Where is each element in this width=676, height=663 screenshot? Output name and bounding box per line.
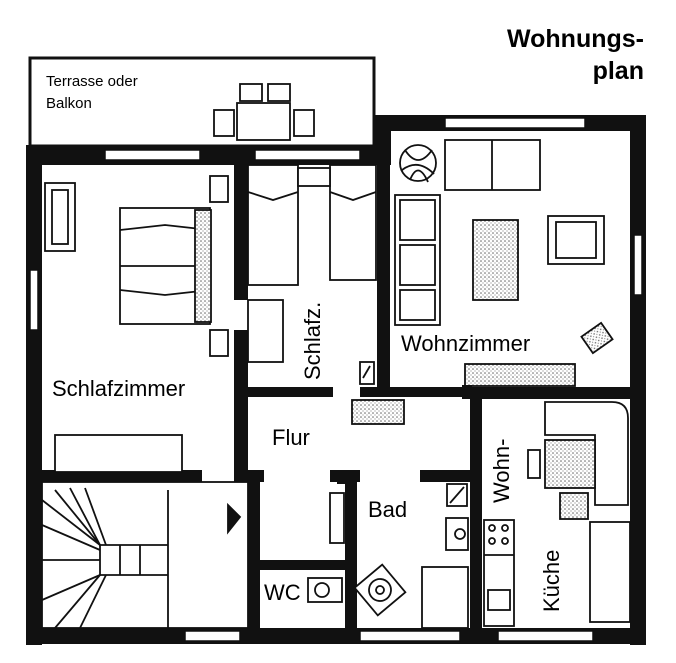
staircase — [41, 481, 249, 629]
plant-icon — [399, 144, 437, 183]
flur-furniture — [329, 399, 405, 544]
label-wc: WC — [264, 580, 301, 605]
label-flur: Flur — [272, 425, 310, 450]
label-terrasse-line2: Balkon — [46, 95, 92, 112]
wc-fixtures — [307, 577, 343, 603]
label-wohnzimmer: Wohnzimmer — [401, 331, 531, 356]
label-schlafz: Schlafz. — [300, 301, 325, 380]
kueche-furniture — [483, 401, 631, 627]
label-schlafzimmer: Schlafzimmer — [52, 376, 186, 401]
schlafz-furniture — [247, 164, 377, 385]
schlafzimmer-furniture — [44, 175, 229, 473]
plan-title-line2: plan — [592, 57, 644, 85]
terrace — [28, 56, 376, 148]
label-kueche: Küche — [539, 549, 564, 612]
label-bad: Bad — [368, 497, 408, 522]
bad-fixtures — [353, 483, 469, 629]
label-wohn: Wohn- — [489, 438, 514, 503]
plan-title-line1: Wohnungs- — [507, 25, 644, 53]
label-terrasse-line1: Terrasse oder — [46, 73, 138, 90]
interior-walls — [42, 160, 638, 630]
windows — [29, 117, 643, 642]
door-marks — [337, 385, 472, 484]
wohnzimmer-furniture — [394, 139, 614, 387]
